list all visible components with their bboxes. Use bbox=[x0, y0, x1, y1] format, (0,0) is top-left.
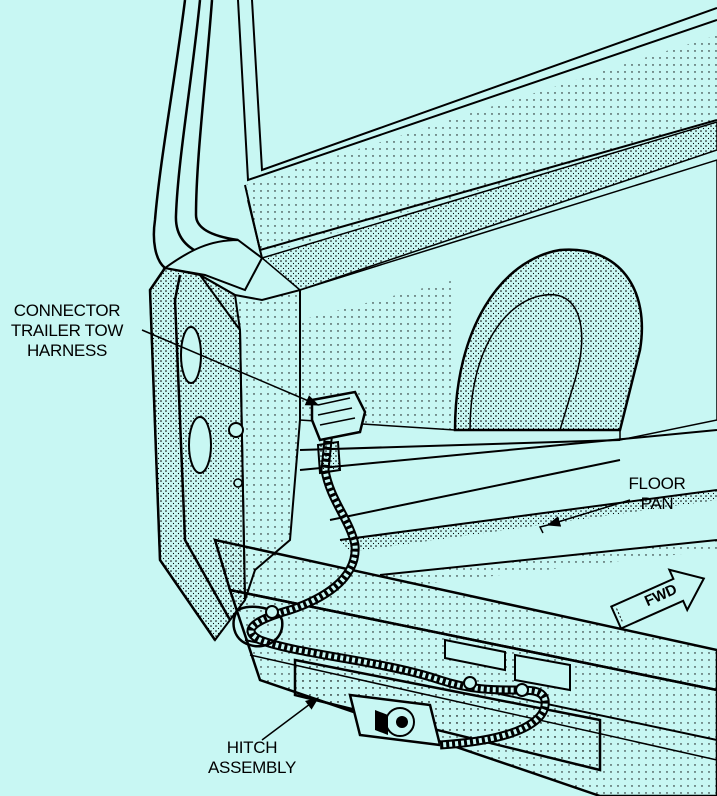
label-hitch-assembly: HITCH ASSEMBLY bbox=[200, 738, 304, 778]
pillar-access-hole-upper bbox=[180, 326, 202, 384]
sill-slot-2 bbox=[514, 653, 571, 692]
label-line: TRAILER TOW bbox=[10, 321, 124, 340]
harness-retainer-3 bbox=[515, 683, 529, 697]
wiring-harness bbox=[246, 419, 550, 750]
floor-pan-leader bbox=[546, 499, 631, 527]
connector-leader bbox=[141, 329, 320, 406]
label-line: HITCH bbox=[226, 738, 278, 757]
floor-pan-leader-tail bbox=[538, 524, 549, 534]
harness-retainer bbox=[265, 605, 279, 619]
floor-pan-rib-2 bbox=[380, 540, 717, 588]
wheelhouse-shading bbox=[300, 280, 455, 430]
harness-retainer-2 bbox=[463, 676, 477, 690]
sill-slot bbox=[444, 638, 506, 672]
label-line: ASSEMBLY bbox=[208, 758, 296, 777]
harness-connector-pins bbox=[317, 397, 356, 426]
label-floor-pan: FLOOR PAN bbox=[622, 474, 692, 514]
harness-grommet bbox=[232, 605, 284, 648]
pillar-corner-cap bbox=[162, 238, 264, 292]
upper-trim-panel bbox=[260, 121, 717, 291]
label-connector-trailer-tow-harness: CONNECTOR TRAILER TOW HARNESS bbox=[2, 301, 132, 361]
fwd-arrow bbox=[609, 568, 706, 630]
label-line: CONNECTOR bbox=[13, 301, 121, 320]
harness-clip bbox=[316, 440, 342, 475]
floor-pan-rib bbox=[340, 490, 717, 552]
hitch-plug-socket-inner bbox=[396, 716, 408, 728]
hitch-bracket bbox=[375, 710, 388, 735]
hitch-bar bbox=[293, 658, 602, 772]
pillar-inner-panel bbox=[199, 274, 301, 601]
rear-window bbox=[237, 0, 717, 259]
pillar-small-hole bbox=[228, 422, 244, 438]
label-line: PAN bbox=[640, 494, 674, 513]
harness-connector bbox=[310, 390, 367, 442]
label-line: HARNESS bbox=[26, 341, 108, 360]
wheel-housing-inner bbox=[469, 293, 583, 431]
pillar-access-hole-lower bbox=[188, 416, 212, 474]
pillar-screw bbox=[233, 478, 243, 488]
wheel-housing bbox=[453, 248, 644, 432]
label-line: FLOOR bbox=[628, 474, 686, 493]
window-sill-shading bbox=[245, 35, 717, 255]
hitch-leader bbox=[261, 697, 320, 741]
